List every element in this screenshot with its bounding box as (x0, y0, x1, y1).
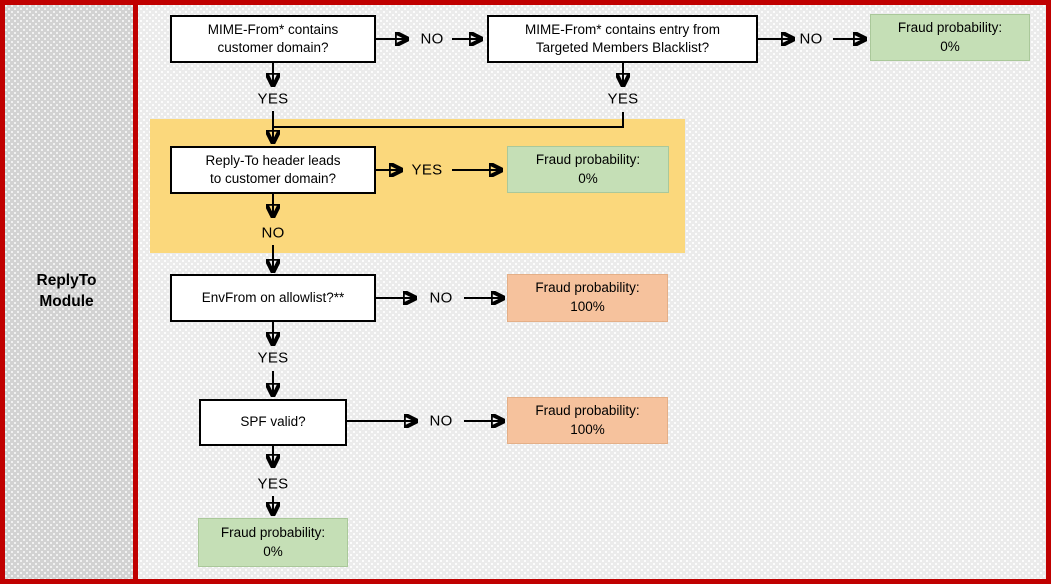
module-title: ReplyTo Module (36, 272, 97, 310)
edge-label-no: NO (261, 224, 285, 242)
result-fraud-probability-0-blacklist: Fraud probability: 0% (870, 14, 1030, 61)
decision-spf-valid: SPF valid? (199, 399, 347, 446)
sidebar-divider (133, 0, 138, 584)
decision-text: EnvFrom on allowlist?** (201, 289, 345, 305)
decision-text: MIME-From* contains customer domain? (207, 21, 339, 55)
result-fraud-probability-100-spf: Fraud probability: 100% (507, 397, 668, 444)
edge-label-no: NO (429, 289, 453, 307)
result-value: 100% (570, 421, 605, 437)
edge-label-yes: YES (607, 90, 639, 108)
result-label: Fraud probability: (535, 402, 640, 418)
result-value: 0% (263, 543, 283, 559)
decision-text: SPF valid? (240, 414, 306, 430)
edge-label-yes: YES (257, 475, 289, 493)
decision-text: MIME-From* contains entry from Targeted … (524, 21, 721, 55)
result-value: 0% (940, 38, 960, 54)
module-sidebar: ReplyTo Module (0, 0, 133, 584)
edge-label-yes: YES (411, 161, 443, 179)
result-value: 100% (570, 299, 605, 314)
edge-label-yes: YES (257, 90, 289, 108)
edge-label-no: NO (429, 412, 453, 430)
result-fraud-probability-0-final: Fraud probability: 0% (198, 518, 348, 567)
decision-replyto-header: Reply-To header leads to customer domain… (170, 146, 376, 194)
result-label: Fraud probability: (535, 151, 641, 167)
edge-label-no: NO (420, 30, 444, 48)
result-label: Fraud probability: (220, 524, 326, 540)
decision-mime-from-blacklist: MIME-From* contains entry from Targeted … (487, 15, 758, 63)
result-fraud-probability-100-envfrom: Fraud probability: 100% (507, 274, 668, 322)
edge-label-yes: YES (257, 349, 289, 367)
edge-label-no: NO (799, 30, 823, 48)
result-fraud-probability-0-replyto: Fraud probability: 0% (507, 146, 669, 193)
decision-mime-from-customer-domain: MIME-From* contains customer domain? (170, 15, 376, 63)
result-value: 0% (578, 170, 598, 186)
result-label: Fraud probability: (897, 19, 1003, 35)
decision-text: Reply-To header leads to customer domain… (205, 152, 341, 186)
decision-envfrom-allowlist: EnvFrom on allowlist?** (170, 274, 376, 322)
result-label: Fraud probability: (535, 280, 640, 296)
